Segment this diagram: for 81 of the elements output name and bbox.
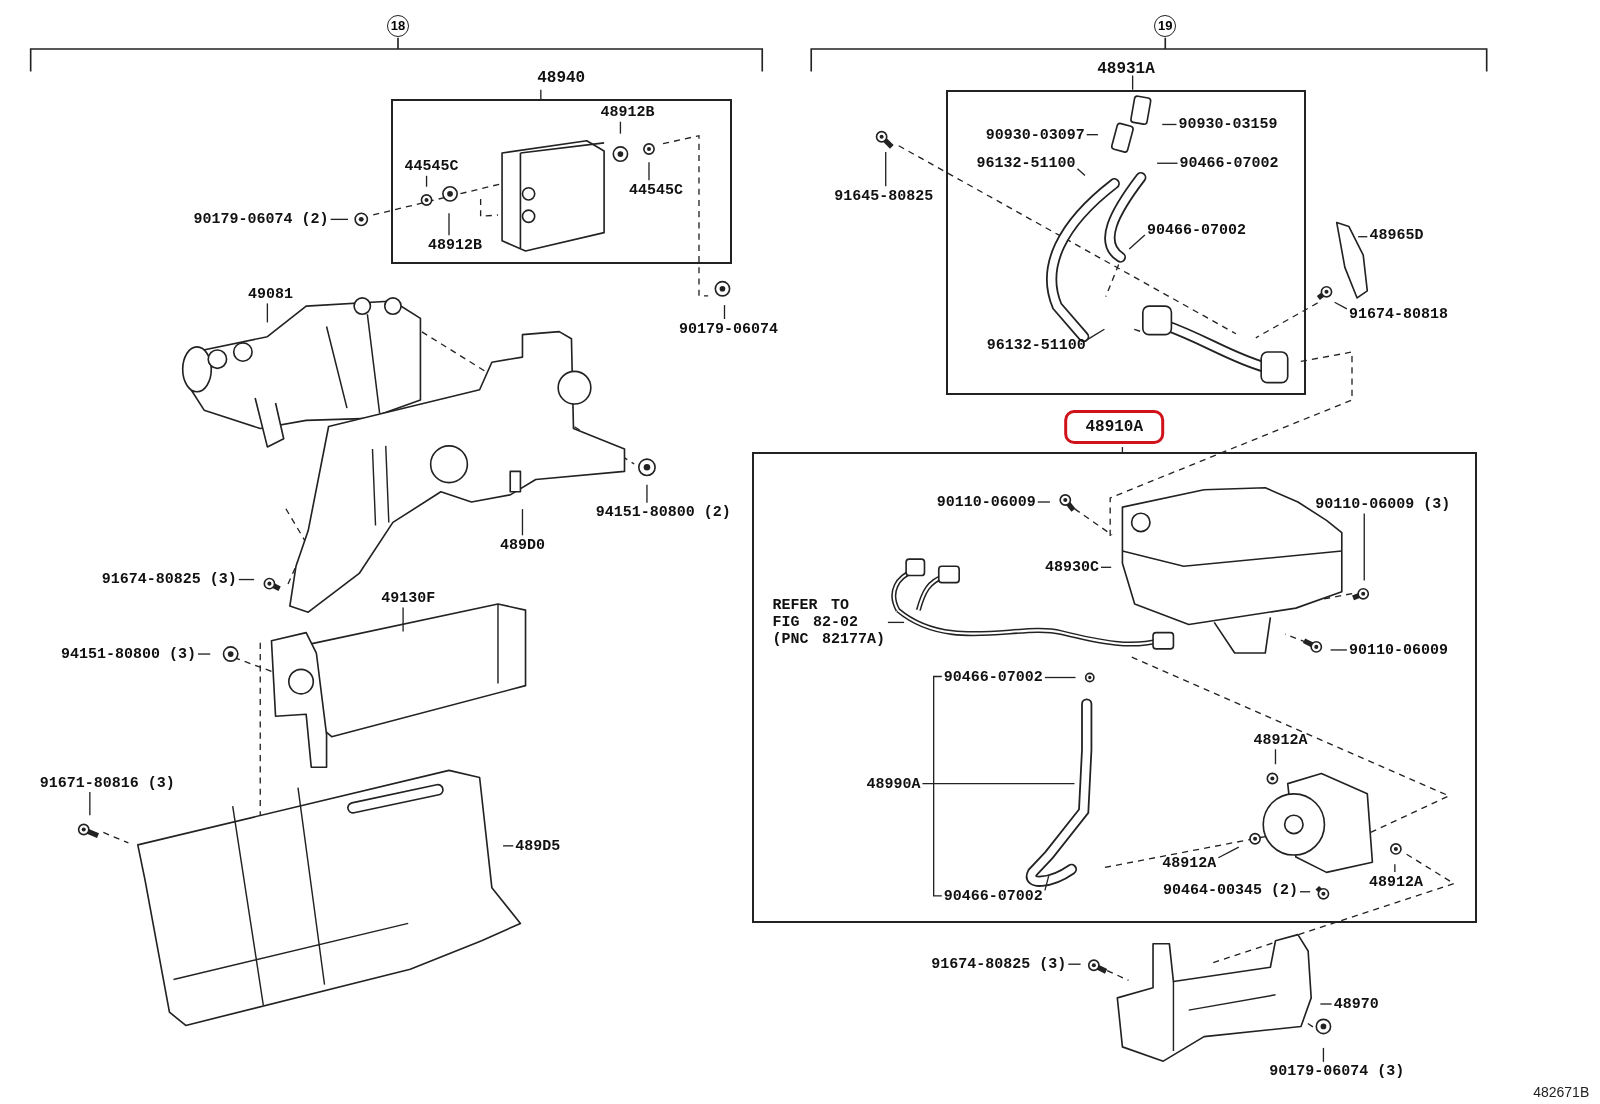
part-number: 90466-07002 [943, 668, 1043, 685]
leader-line [646, 484, 648, 504]
part-number: 96132-51100 [976, 154, 1076, 172]
part-number: 48931A [1096, 58, 1156, 80]
leader-line [1329, 649, 1348, 651]
part-number: 90466-07002 [1146, 221, 1246, 239]
leader-line [266, 302, 269, 324]
part-number: 91674-80825 (3) [931, 955, 1067, 973]
part-number: 48912A [1253, 731, 1308, 749]
leader-line [402, 606, 404, 633]
leader-line [885, 151, 887, 188]
part-number: 90930-03097 [985, 126, 1085, 144]
leader-line [1357, 236, 1368, 238]
part-number: 48930C [1044, 558, 1099, 576]
leader-line [238, 578, 255, 581]
leader-line [448, 212, 450, 236]
part-number: 90110-06009 [1348, 641, 1448, 659]
leader-line [1044, 875, 1050, 892]
part-number: 90930-03159 [1178, 115, 1278, 133]
leader-line [425, 175, 428, 188]
part-number: 44545C [404, 157, 459, 175]
leader-line [1394, 863, 1396, 873]
part-number: 48912A [1368, 873, 1423, 891]
leader-line [1086, 134, 1099, 136]
part-number: 91674-80825 (3) [101, 570, 237, 588]
part-number: 90464-00345 (2) [1162, 881, 1298, 899]
figure-number: 482671B [1533, 1083, 1590, 1100]
leader-line [1100, 566, 1112, 568]
leader-line [1217, 846, 1240, 859]
leader-line [921, 782, 1076, 785]
part-number: 91645-80825 [834, 187, 934, 205]
leader-line [1161, 123, 1178, 126]
leader-line [1067, 963, 1082, 965]
leader-line [648, 161, 650, 181]
part-number: 90466-07002 [943, 887, 1043, 905]
leader-line [1044, 676, 1077, 679]
part-number: 90110-06009 [936, 493, 1036, 511]
leader-line [1322, 1047, 1325, 1063]
part-number: 48970 [1333, 995, 1379, 1013]
part-number: 44545C [629, 181, 684, 199]
leader-line [1076, 168, 1086, 177]
leader-line [89, 791, 91, 816]
leader-line [1274, 748, 1277, 765]
bracket-line [933, 675, 943, 897]
part-number: 48910A [1064, 410, 1165, 445]
part-number: 96132-51100 [986, 336, 1086, 354]
leader-line [1333, 301, 1348, 310]
leader-line [619, 121, 622, 135]
leader-line [502, 845, 514, 847]
part-number: 49130F [381, 589, 436, 607]
part-number: REFER TO FIG 82-02 (PNC 82177A) [772, 596, 886, 648]
part-number: 90179-06074 (2) [193, 210, 329, 228]
leader-line [1128, 234, 1146, 250]
leader-line [197, 653, 211, 655]
leader-line [1319, 1003, 1333, 1005]
leader-line [521, 508, 524, 536]
part-number: 49081 [247, 285, 293, 303]
part-number: 489D0 [499, 536, 545, 554]
part-number: 90110-06009 (3) [1315, 495, 1451, 513]
leader-line [1299, 891, 1311, 893]
leader-line [887, 621, 905, 624]
part-number: 91671-80816 (3) [39, 774, 175, 792]
part-number: 90179-06074 (3) [1269, 1062, 1405, 1080]
part-number: 90466-07002 [1179, 154, 1279, 172]
part-number: 90179-06074 [679, 320, 779, 338]
part-number: 91674-80818 [1348, 305, 1448, 323]
leader-line [329, 218, 349, 221]
part-number: 48912B [428, 236, 483, 254]
leader-line [1363, 512, 1365, 582]
part-number: 489D5 [515, 837, 561, 855]
leader-line [723, 304, 726, 320]
leader-line [1037, 501, 1051, 503]
leader-line [1156, 162, 1179, 164]
leader-line [1087, 328, 1106, 341]
part-number: 48940 [536, 67, 587, 89]
part-number: 48990A [866, 775, 921, 793]
part-number: 94151-80800 (2) [595, 503, 731, 521]
part-number: 48912A [1162, 854, 1217, 872]
part-number: 48965D [1369, 226, 1424, 244]
part-number: 48912B [600, 103, 655, 121]
part-number: 94151-80800 (3) [60, 645, 196, 663]
